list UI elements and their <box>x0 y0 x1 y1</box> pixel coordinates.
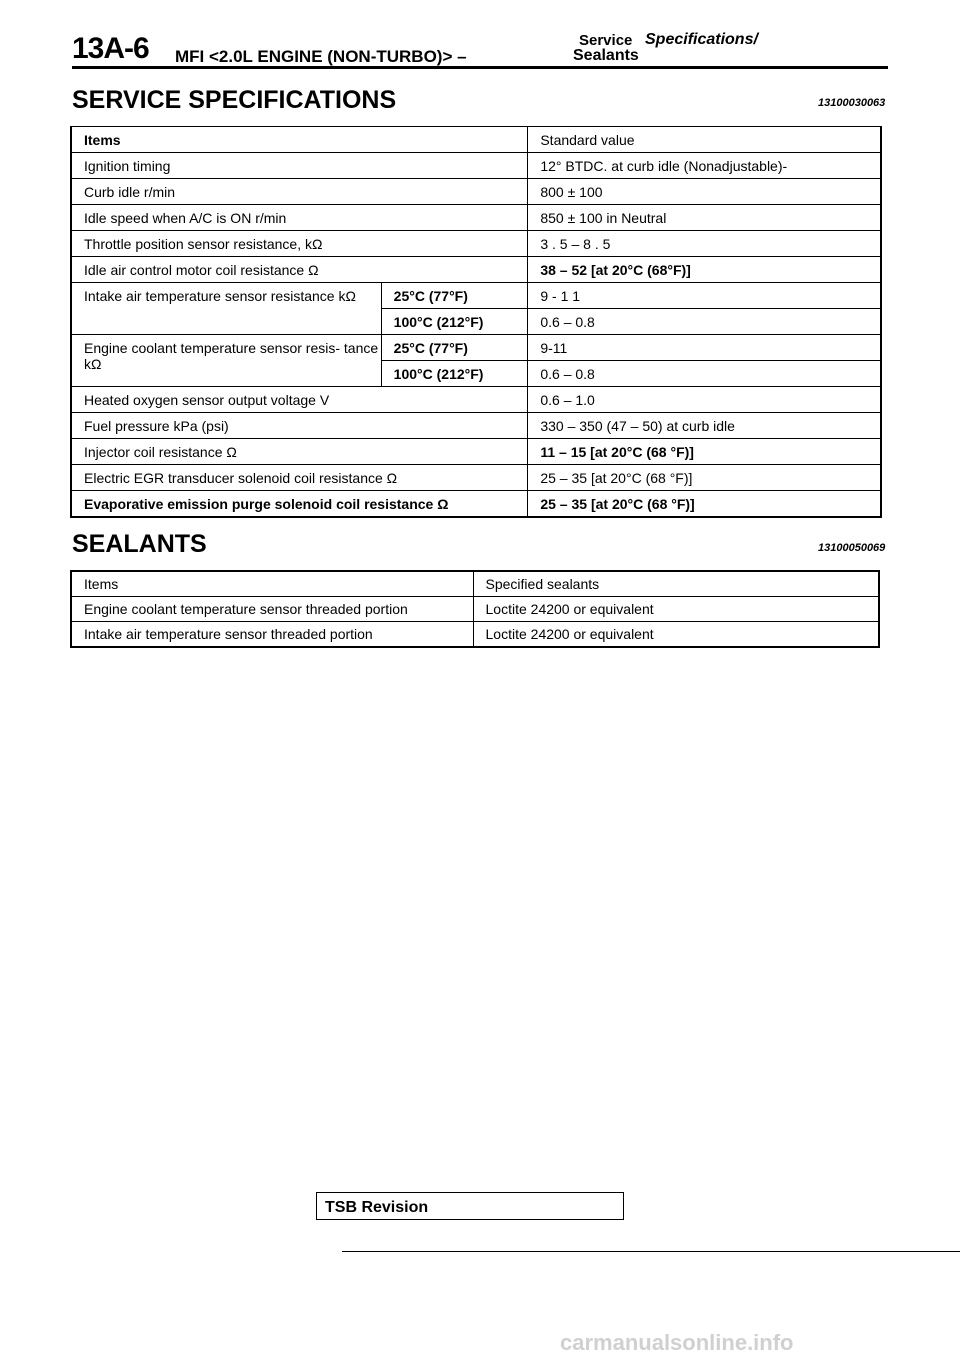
sealants-title: SEALANTS <box>72 530 207 558</box>
tsb-revision-label: TSB Revision <box>325 1199 429 1216</box>
table-header-row: Items Standard value <box>70 126 882 153</box>
row-item: Curb idle r/min <box>70 178 529 205</box>
row-value: 9-11 <box>527 334 882 361</box>
row-value: 12° BTDC. at curb idle (Nonadjustable)- <box>527 152 882 179</box>
row-item: Throttle position sensor resistance, kΩ <box>70 230 529 257</box>
row-item: Intake air temperature sensor resistance… <box>70 282 382 335</box>
table-row: Heated oxygen sensor output voltage V 0.… <box>70 386 882 413</box>
col-header-value: Standard value <box>527 126 882 153</box>
row-condition: 25°C (77°F) <box>380 334 529 361</box>
row-condition: 100°C (212°F) <box>380 360 529 387</box>
tsb-revision-box: TSB Revision <box>316 1192 624 1220</box>
row-value: 800 ± 100 <box>527 178 882 205</box>
row-item: Engine coolant temperature sensor resis-… <box>70 334 382 387</box>
header-service: Service <box>579 32 633 49</box>
row-item: Idle speed when A/C is ON r/min <box>70 204 529 231</box>
table-row: 100°C (212°F) 0.6 – 0.8 <box>71 308 882 335</box>
table-row: Idle speed when A/C is ON r/min 850 ± 10… <box>70 204 882 231</box>
header-specifications: Specifications/ <box>645 31 758 48</box>
row-value: 0.6 – 0.8 <box>527 308 882 335</box>
row-value: 11 – 15 [at 20°C (68 °F)] <box>527 438 882 465</box>
row-value: 0.6 – 1.0 <box>527 386 882 413</box>
row-item: Ignition timing <box>70 152 529 179</box>
table-row: Fuel pressure kPa (psi) 330 – 350 (47 – … <box>70 412 882 439</box>
row-value: 330 – 350 (47 – 50) at curb idle <box>527 412 882 439</box>
row-item: Evaporative emission purge solenoid coil… <box>70 490 529 518</box>
service-spec-title: SERVICE SPECIFICATIONS <box>72 86 397 114</box>
table-row: Curb idle r/min 800 ± 100 <box>70 178 882 205</box>
row-item: Injector coil resistance Ω <box>70 438 529 465</box>
table-row: Intake air temperature sensor threaded p… <box>70 621 880 648</box>
sealants-code: 13100050069 <box>818 542 886 554</box>
service-spec-code: 13100030063 <box>818 97 886 109</box>
table-row: Engine coolant temperature sensor thread… <box>70 596 880 622</box>
row-value: 0.6 – 0.8 <box>527 360 882 387</box>
table-row: Electric EGR transducer solenoid coil re… <box>70 464 882 491</box>
row-value: 850 ± 100 in Neutral <box>527 204 882 231</box>
col-header-value: Specified sealants <box>472 570 880 597</box>
table-row: Throttle position sensor resistance, kΩ … <box>70 230 882 257</box>
row-value: 25 – 35 [at 20°C (68 °F)] <box>527 464 882 491</box>
row-value: 9 - 1 1 <box>527 282 882 309</box>
table-row: Evaporative emission purge solenoid coil… <box>70 490 882 518</box>
watermark-link[interactable]: carmanualsonline.info <box>560 1330 794 1355</box>
footer-rule <box>342 1251 960 1252</box>
row-item: Intake air temperature sensor threaded p… <box>70 621 474 648</box>
row-item: Heated oxygen sensor output voltage V <box>70 386 529 413</box>
row-condition: 100°C (212°F) <box>380 308 529 335</box>
service-spec-table: Items Standard value Ignition timing 12°… <box>70 126 882 518</box>
header-sealants: Sealants <box>573 47 639 64</box>
row-item: Fuel pressure kPa (psi) <box>70 412 529 439</box>
table-row: Engine coolant temperature sensor resis-… <box>70 334 882 387</box>
row-value: 38 – 52 [at 20°C (68°F)] <box>527 256 882 283</box>
col-header-items: Items <box>70 570 474 597</box>
sealants-table: Items Specified sealants Engine coolant … <box>70 570 880 648</box>
col-header-items: Items <box>70 126 529 153</box>
header-engine: MFI <2.0L ENGINE (NON-TURBO)> – <box>175 47 467 66</box>
row-value: Loctite 24200 or equivalent <box>472 621 880 648</box>
table-header-row: Items Specified sealants <box>70 570 880 597</box>
row-item: Electric EGR transducer solenoid coil re… <box>70 464 529 491</box>
section-code: 13A-6 <box>72 32 150 65</box>
table-row: Ignition timing 12° BTDC. at curb idle (… <box>70 152 882 179</box>
table-row: 100°C (212°F) 0.6 – 0.8 <box>71 360 882 387</box>
row-value: Loctite 24200 or equivalent <box>472 596 880 622</box>
table-row: Intake air temperature sensor resistance… <box>70 282 882 335</box>
table-row: Idle air control motor coil resistance Ω… <box>70 256 882 283</box>
row-item: Idle air control motor coil resistance Ω <box>70 256 529 283</box>
table-row: Injector coil resistance Ω 11 – 15 [at 2… <box>70 438 882 465</box>
row-value: 25 – 35 [at 20°C (68 °F)] <box>527 490 882 518</box>
row-value: 3 . 5 – 8 . 5 <box>527 230 882 257</box>
row-condition: 25°C (77°F) <box>380 282 529 309</box>
header-rule <box>72 66 888 69</box>
row-item: Engine coolant temperature sensor thread… <box>70 596 474 622</box>
